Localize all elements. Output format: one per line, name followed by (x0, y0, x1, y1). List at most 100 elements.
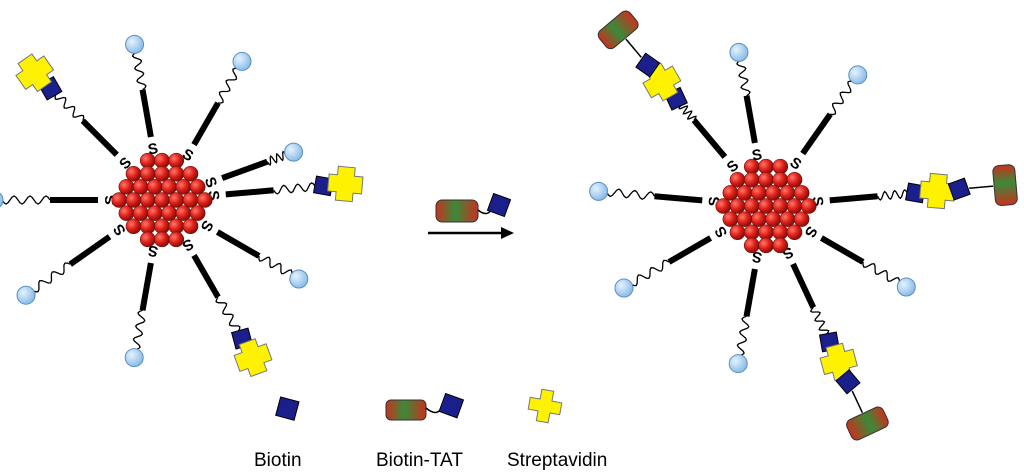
peg-end-sphere (589, 181, 609, 201)
gold-atom (139, 192, 156, 208)
gold-atom (196, 192, 213, 208)
gold-atom (161, 205, 177, 221)
peg-linker (630, 259, 670, 287)
gold-atom (786, 171, 803, 188)
gold-atom (139, 165, 156, 182)
legend-streptavidin-icon (527, 388, 563, 424)
peg-end-sphere (614, 278, 634, 298)
legend-biotin-icon (275, 396, 300, 421)
peg-linker (54, 93, 85, 121)
gold-atom (729, 224, 746, 241)
alkyl-chain (691, 118, 728, 159)
gold-atom (715, 198, 732, 214)
alkyl-chain (654, 193, 703, 204)
gold-atom (154, 165, 170, 182)
gold-atom (722, 185, 739, 201)
gold-atom (125, 165, 142, 182)
legend: Biotin Biotin-TAT Streptavidin (254, 388, 607, 471)
gold-atom (154, 152, 170, 169)
gold-atom (779, 185, 796, 201)
gold-atom (736, 185, 753, 201)
gold-atom (139, 218, 156, 235)
gold-atom (168, 152, 185, 169)
gold-atom (729, 171, 746, 188)
peg-end-sphere (729, 42, 749, 62)
biotin-icon (947, 177, 971, 201)
peg-end-sphere (896, 277, 916, 297)
sulfur-label: S (204, 190, 222, 201)
gold-atom (786, 224, 803, 241)
peg-linker (862, 261, 901, 284)
sulfur-label: S (102, 195, 119, 205)
streptavidin-icon (919, 172, 956, 210)
legend-biotin-tat-icon (385, 392, 465, 421)
peg-linker (1, 195, 51, 205)
alkyl-chain (743, 95, 758, 144)
gold-atom (182, 165, 199, 182)
gold-atom (182, 218, 199, 235)
peg-linker (736, 59, 751, 97)
peg-end-sphere (289, 269, 309, 289)
gold-atom (154, 218, 170, 235)
alkyl-chain (80, 118, 119, 157)
gold-atom (758, 158, 774, 175)
alkyl-chain (191, 101, 221, 147)
gold-atom (765, 211, 781, 227)
streptavidin-icon (327, 165, 364, 203)
peg-end-sphere (284, 142, 304, 162)
gold-atom (189, 205, 206, 221)
gold-atom (147, 179, 163, 195)
peg-linker (606, 188, 655, 200)
peg-linker (131, 51, 147, 91)
peg-linker (215, 296, 241, 332)
gold-atom (800, 198, 817, 214)
peg-linker (736, 315, 750, 357)
gold-atom (125, 218, 142, 235)
gold-atom (147, 205, 163, 221)
gold-atom (743, 198, 760, 214)
gold-atom (154, 231, 170, 248)
gold-atom (139, 152, 156, 169)
peg-linker (132, 309, 146, 351)
peg-linker (32, 262, 71, 293)
biotin-icon (835, 369, 861, 395)
gold-atom (743, 224, 760, 241)
tat-peptide-icon (597, 10, 639, 50)
gold-atom (779, 211, 796, 227)
alkyl-chain (667, 235, 713, 265)
biotin-icon (635, 52, 661, 78)
gold-atom (154, 192, 170, 208)
alkyl-chain (139, 262, 154, 311)
peg-end-sphere (125, 34, 145, 54)
gold-atom (175, 179, 192, 195)
sulfur-label: S (706, 196, 724, 207)
peg-end-sphere (0, 192, 4, 208)
peg-linker (218, 67, 238, 104)
gold-atom (722, 211, 739, 227)
gold-atom (793, 185, 810, 201)
gold-atom (111, 192, 128, 208)
peg-end-sphere (728, 354, 748, 374)
peg-linker (810, 307, 830, 336)
legend-label-streptavidin: Streptavidin (507, 450, 607, 471)
peg-end-sphere (124, 348, 144, 368)
gold-atom (729, 198, 746, 214)
alkyl-chain (215, 229, 261, 259)
gold-atom (758, 171, 774, 188)
alkyl-chain (800, 112, 833, 156)
gold-atom (132, 179, 149, 195)
peg-end-sphere (232, 51, 252, 71)
alkyl-chain (743, 268, 758, 317)
peg-linker (877, 189, 909, 201)
alkyl-chain (139, 89, 154, 138)
tat-peptide-icon (992, 164, 1018, 206)
gold-atom (751, 185, 767, 201)
tat-linker (851, 390, 864, 413)
gold-atom (743, 158, 760, 175)
gold-atom (168, 218, 185, 235)
alkyl-chain (221, 158, 269, 181)
alkyl-chain (819, 235, 865, 265)
